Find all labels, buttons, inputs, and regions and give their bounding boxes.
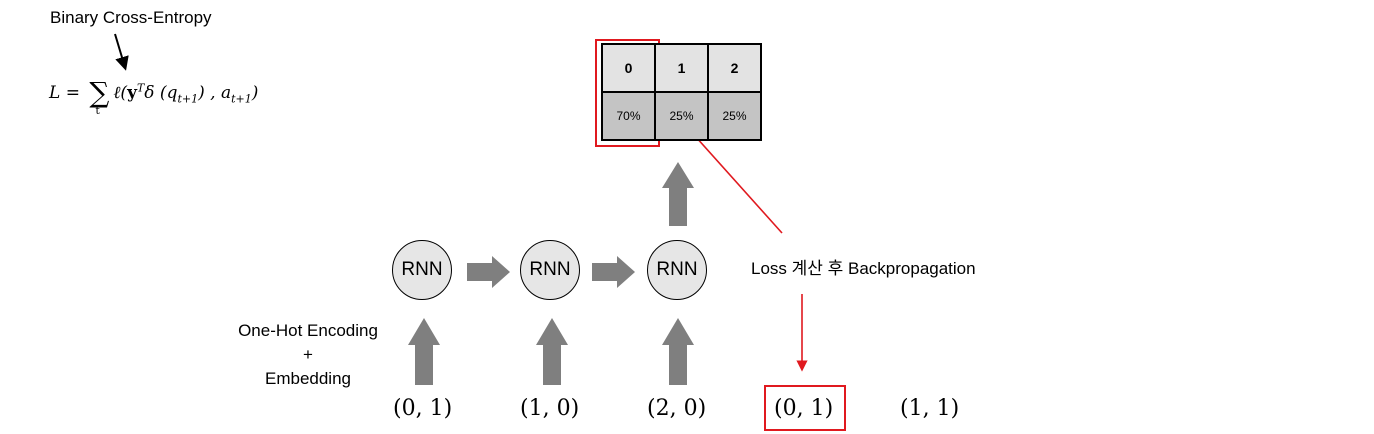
table-header-row: 0 1 2: [601, 43, 762, 93]
encoding-line-1: One-Hot Encoding: [238, 321, 378, 340]
formula-a-subscript: t+1: [231, 92, 252, 106]
formula-a: ) , a: [198, 83, 232, 103]
loss-label: Binary Cross-Entropy: [50, 8, 212, 27]
input-tuple-1: (0, 1): [393, 396, 453, 421]
table-value-cell: 70%: [601, 91, 656, 141]
table-header-cell: 0: [601, 43, 656, 93]
table-value-cell: 25%: [654, 91, 709, 141]
input-arrow-2: [536, 318, 568, 385]
encoding-line-3: Embedding: [264, 369, 351, 388]
formula-transpose: T: [136, 81, 145, 95]
rnn-cell-3: RNN: [647, 240, 707, 300]
table-value-row: 70% 25% 25%: [601, 91, 762, 141]
input-tuple-5: (1, 1): [900, 396, 960, 421]
input-tuple-2: (1, 0): [520, 396, 580, 421]
table-value-cell: 25%: [707, 91, 762, 141]
sum-subscript: t: [95, 104, 100, 117]
table-header-cell: 1: [654, 43, 709, 93]
recurrent-arrow-2: [592, 256, 635, 288]
formula-loss-fn: ℓ(: [113, 83, 128, 103]
table-header-cell: 2: [707, 43, 762, 93]
formula-lhs: L =: [49, 83, 86, 103]
target-highlight-box: [764, 385, 846, 431]
rnn-cell-2: RNN: [520, 240, 580, 300]
label-pointer-arrow: [114, 33, 129, 71]
formula-q-subscript: t+1: [177, 92, 199, 106]
formula-delta: δ (q: [144, 83, 178, 103]
formula-close: ): [251, 83, 259, 103]
input-tuple-3: (2, 0): [647, 396, 707, 421]
output-arrow: [662, 162, 694, 226]
formula-y: y: [127, 83, 137, 103]
sum-symbol: ∑: [89, 76, 110, 109]
input-arrow-3: [662, 318, 694, 385]
output-probability-table: 0 1 2 70% 25% 25%: [601, 43, 762, 141]
recurrent-arrow-1: [467, 256, 510, 288]
rnn-cell-1: RNN: [392, 240, 452, 300]
input-tuple-target: (0, 1): [774, 396, 834, 421]
backprop-label: Loss 계산 후 Backpropagation: [751, 259, 976, 278]
encoding-line-2: +: [303, 345, 313, 364]
encoding-label: One-Hot Encoding + Embedding: [226, 319, 390, 391]
input-arrow-1: [408, 318, 440, 385]
